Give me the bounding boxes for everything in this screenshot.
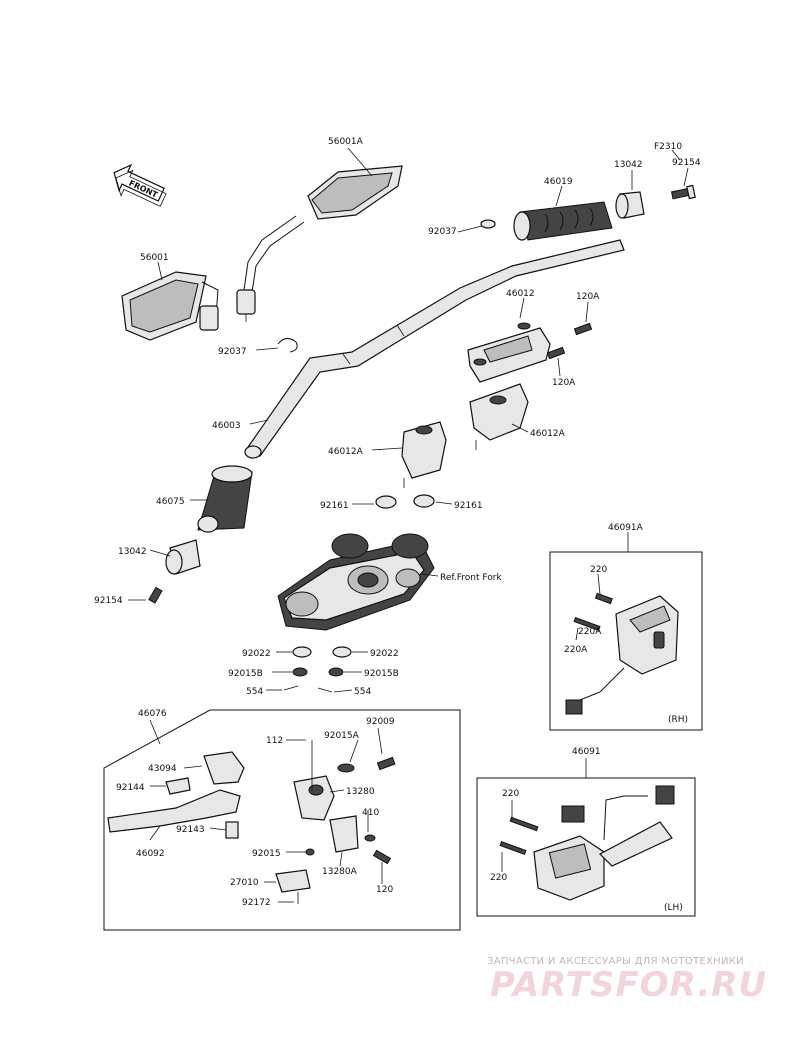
mirror-left-part <box>121 271 219 341</box>
label-46012A-left: 46012A <box>328 447 364 457</box>
label-rh: (RH) <box>668 715 688 725</box>
bar-end-weight-left-part <box>165 539 201 575</box>
label-lh: (LH) <box>664 903 683 913</box>
pin-92037-top-part <box>480 219 496 229</box>
label-92037-top: 92037 <box>428 227 457 237</box>
switch-lh-part <box>499 785 675 901</box>
label-220A-b: 220A <box>578 627 602 637</box>
label-92154-top: 92154 <box>672 158 701 168</box>
label-46091: 46091 <box>572 747 601 757</box>
lever-assembly-part <box>107 740 396 904</box>
label-92015B-right: 92015B <box>364 669 399 679</box>
label-554-left: 554 <box>246 687 263 697</box>
label-92015: 92015 <box>252 849 281 859</box>
label-220-lh-a: 220 <box>502 789 519 799</box>
label-56001A: 56001A <box>328 137 364 147</box>
cotter-pin-554-right-part <box>317 687 333 693</box>
washer-92022-left-part <box>292 646 312 658</box>
label-46092: 46092 <box>136 849 165 859</box>
label-46076: 46076 <box>138 709 167 719</box>
part-labels: 56001A 56001 F2310 13042 92154 46019 920… <box>94 137 701 913</box>
bar-end-weight-top-part <box>615 191 645 219</box>
label-220-lh-b: 220 <box>490 873 507 883</box>
nut-92015B-left-part <box>292 667 308 677</box>
lever-assembly-box <box>103 709 461 931</box>
label-92009: 92009 <box>366 717 395 727</box>
label-13042-left: 13042 <box>118 547 147 557</box>
holder-46012A-part <box>401 383 529 488</box>
mirror-right-part <box>236 165 403 322</box>
label-13280: 13280 <box>346 787 375 797</box>
label-F2310: F2310 <box>654 142 682 152</box>
label-220-rh: 220 <box>590 565 607 575</box>
label-120A-b: 120A <box>552 378 576 388</box>
handlebar-part <box>244 239 625 459</box>
label-120: 120 <box>376 885 393 895</box>
label-27010: 27010 <box>230 878 259 888</box>
grip-left-part <box>197 465 253 533</box>
washer-92161-left-part <box>375 495 397 509</box>
label-46012: 46012 <box>506 289 535 299</box>
label-92161-left: 92161 <box>320 501 349 511</box>
label-220A-a: 220A <box>564 645 588 655</box>
label-56001: 56001 <box>140 253 169 263</box>
washer-92022-right-part <box>332 646 352 658</box>
holder-46012-part <box>467 322 551 383</box>
watermark-logo: PARTSFOR.RU <box>490 965 767 1005</box>
label-46019: 46019 <box>544 177 573 187</box>
label-92022-left: 92022 <box>242 649 271 659</box>
clip-92037-left-part <box>277 338 298 353</box>
label-120A-a: 120A <box>576 292 600 302</box>
label-92015A: 92015A <box>324 731 360 741</box>
label-13042-top: 13042 <box>614 160 643 170</box>
switch-rh-part <box>565 592 679 715</box>
label-410: 410 <box>362 808 379 818</box>
label-554-right: 554 <box>354 687 371 697</box>
label-92161-right: 92161 <box>454 501 483 511</box>
label-ref-front-fork: Ref.Front Fork <box>440 573 502 583</box>
screw-92154-top-part <box>670 184 696 200</box>
label-92037-left: 92037 <box>218 347 247 357</box>
washer-92161-right-part <box>413 494 435 508</box>
cotter-pin-554-left-part <box>283 685 299 691</box>
watermark: ЗАПЧАСТИ И АКСЕССУАРЫ ДЛЯ МОТОТЕХНИКИ PA… <box>487 956 767 1005</box>
label-46075: 46075 <box>156 497 185 507</box>
label-46003: 46003 <box>212 421 241 431</box>
label-92154-left: 92154 <box>94 596 123 606</box>
label-92144: 92144 <box>116 783 145 793</box>
label-46012A-right: 46012A <box>530 429 566 439</box>
label-92015B-left: 92015B <box>228 669 263 679</box>
screw-92154-left-part <box>148 586 163 604</box>
upper-bracket-part <box>277 533 435 631</box>
label-92022-right: 92022 <box>370 649 399 659</box>
bolt-120A-part <box>546 322 593 360</box>
leader-lines <box>128 147 689 903</box>
label-13280A: 13280A <box>322 867 358 877</box>
switch-rh-box <box>549 551 703 731</box>
label-92143: 92143 <box>176 825 205 835</box>
front-arrow-icon: FRONT <box>113 163 167 207</box>
label-112: 112 <box>266 736 283 746</box>
label-46091A: 46091A <box>608 523 644 533</box>
label-43094: 43094 <box>148 764 177 774</box>
nut-92015B-right-part <box>328 667 344 677</box>
label-92172: 92172 <box>242 898 271 908</box>
grip-right-part <box>513 201 613 241</box>
watermark-tagline: ЗАПЧАСТИ И АКСЕССУАРЫ ДЛЯ МОТОТЕХНИКИ <box>487 956 744 967</box>
